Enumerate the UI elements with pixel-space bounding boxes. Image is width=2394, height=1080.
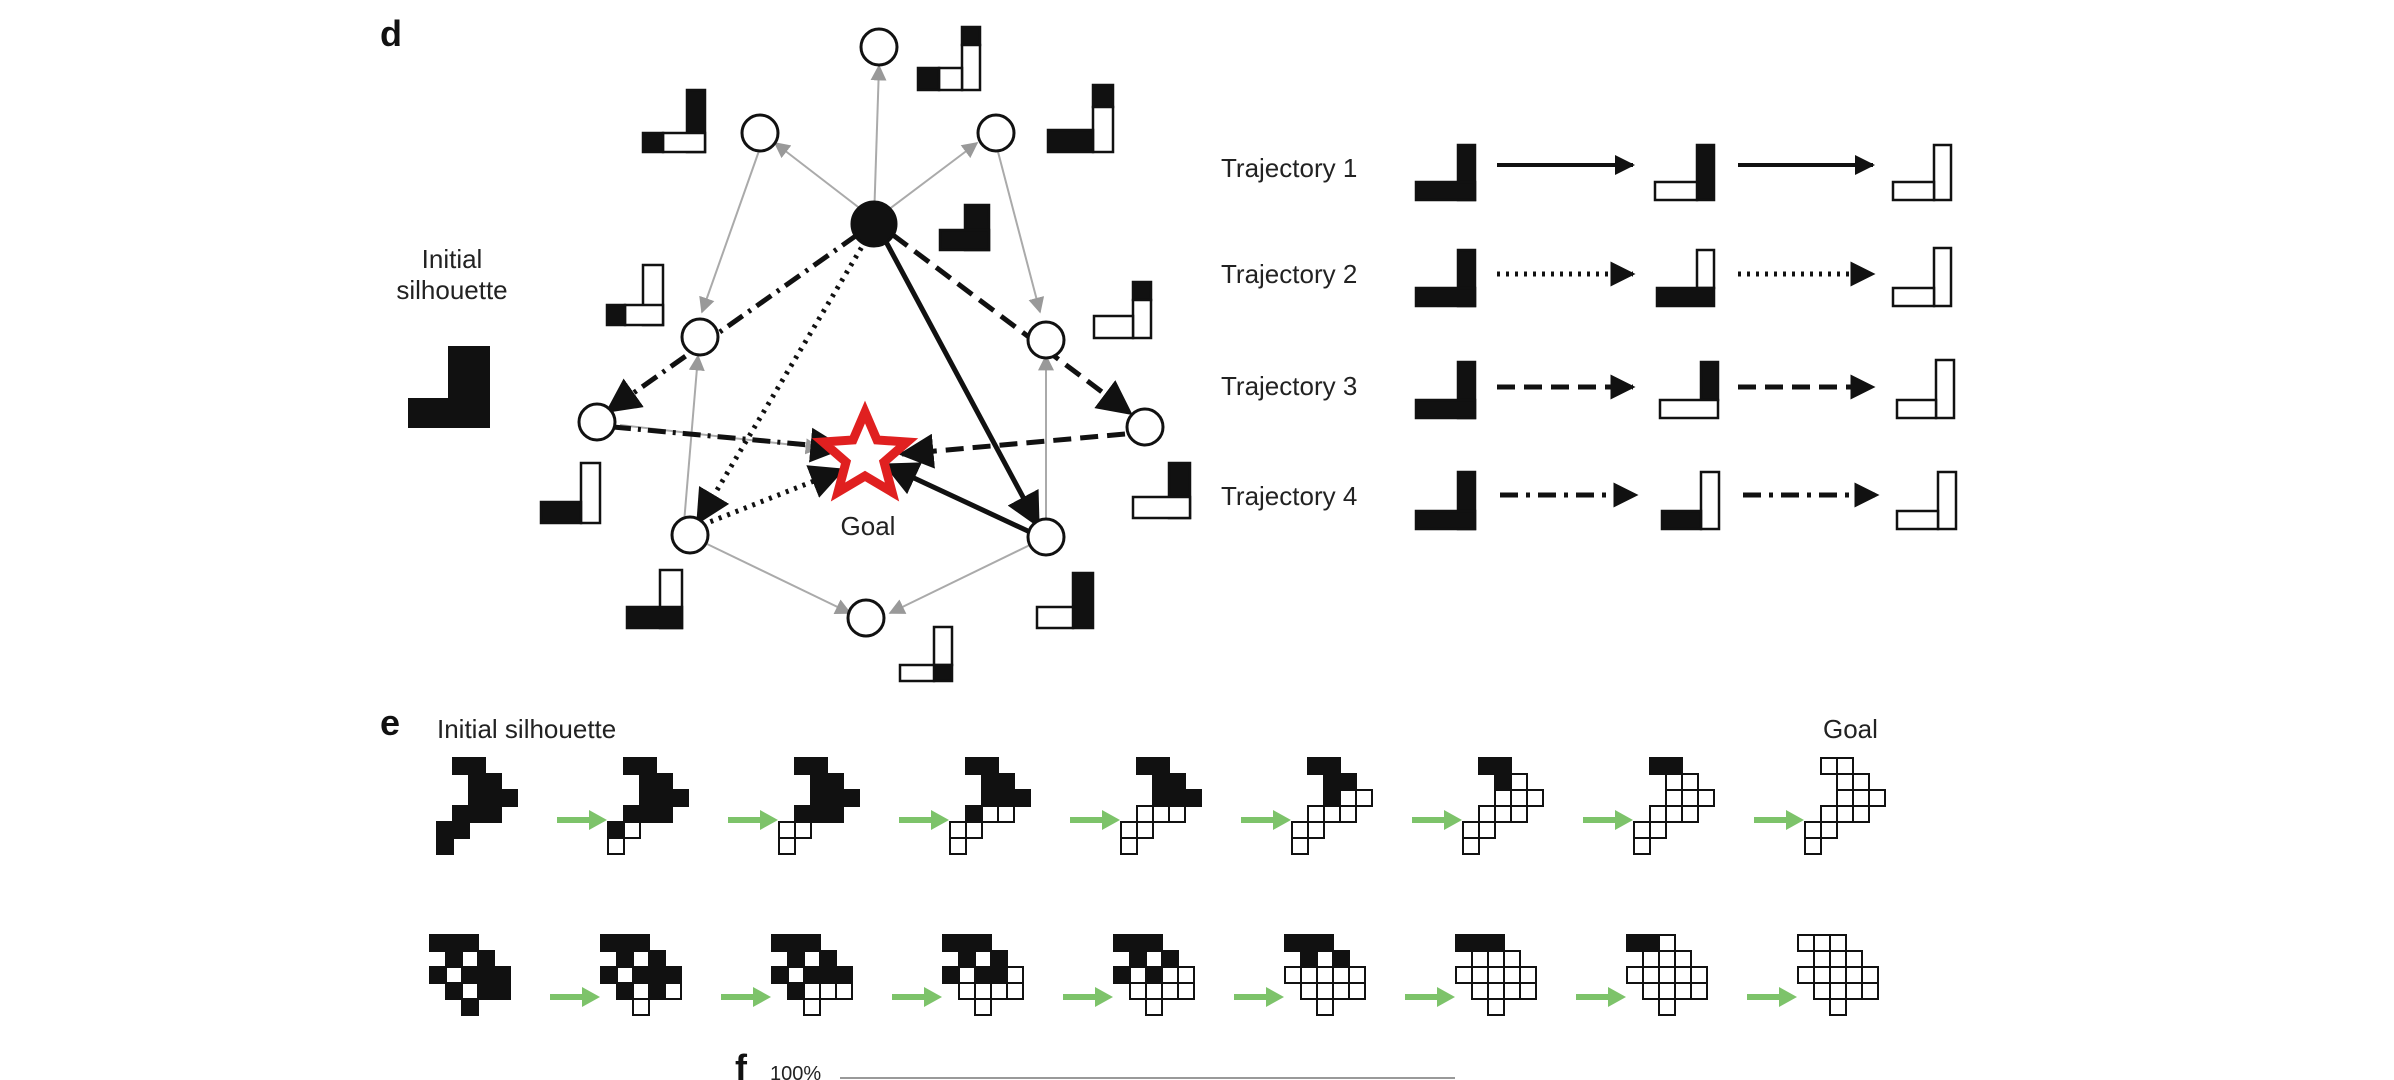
silhouette-top [916,25,982,92]
assembly-step-silhouette [436,757,518,855]
silhouette-lower-left [625,568,684,630]
initial-silhouette-label-e: Initial silhouette [437,714,616,744]
silhouette-upper-right [1046,83,1115,154]
trajectory-1-edge-a [881,236,1041,529]
green-step-arrow [1576,987,1626,1007]
assembly-step-silhouette [942,934,1024,1016]
green-step-arrow [892,987,942,1007]
goal-label-d: Goal [841,511,896,541]
assembly-step-silhouette [1797,934,1879,1016]
node-right [1125,407,1165,447]
silhouette-right-low [1131,461,1192,520]
green-step-arrow [1412,810,1462,830]
assembly-step-silhouette [600,934,682,1016]
trajectory-legend: Trajectory 1 Trajectory 2 Trajectory 3 T… [1221,143,1958,531]
green-step-arrow [1583,810,1633,830]
trajectory-4-edge-a [605,232,859,414]
node-start [850,200,898,248]
assembly-row-1 [436,757,1886,855]
green-step-arrow [1754,810,1804,830]
panel-letter-f: f [735,1047,748,1080]
assembly-step-silhouette [771,934,853,1016]
panel-f-axis-tick: 100% [770,1063,821,1080]
green-step-arrow [728,810,778,830]
assembly-step-silhouette [1120,757,1202,855]
assembly-step-silhouette [778,757,860,855]
trajectory-3-label: Trajectory 3 [1221,371,1357,401]
green-step-arrow [1234,987,1284,1007]
trajectory-3-edge-b [898,431,1126,469]
silhouette-left-low [539,461,602,525]
silhouette-lower-right [1035,571,1095,630]
assembly-step-silhouette [1284,934,1366,1016]
goal-star-icon [811,400,919,502]
assembly-step-silhouette [1626,934,1708,1016]
assembly-step-silhouette [1455,934,1537,1016]
assembly-step-silhouette [1804,757,1886,855]
green-step-arrow [1063,987,1113,1007]
silhouette-center-right [938,203,991,252]
node-upper-right [976,113,1016,153]
assembly-step-silhouette [949,757,1031,855]
initial-silhouette-label-line1: Initial [422,244,483,274]
assembly-step-silhouette [1113,934,1195,1016]
node-bottom [846,598,886,638]
node-left [577,402,617,442]
assembly-step-silhouette [429,934,511,1016]
trajectory-edges [605,232,1133,535]
silhouette-bottom [898,625,954,683]
state-nodes [577,27,1165,638]
state-silhouettes [539,25,1192,683]
initial-silhouette-label-line2: silhouette [396,275,507,305]
goal-label-e: Goal [1823,714,1878,744]
node-upper-left [740,113,780,153]
node-top [859,27,899,67]
assembly-row-2 [429,934,1879,1016]
silhouette-left-mid [605,263,665,327]
trajectory-2-row [1414,246,1953,308]
panel-letter-e: e [380,702,400,743]
initial-silhouette-shape [408,346,490,428]
silhouette-upper-left [641,88,707,154]
assembly-step-silhouette [1633,757,1715,855]
panel-letter-d: d [380,13,402,54]
green-step-arrow [1070,810,1120,830]
green-step-arrow [550,987,600,1007]
trajectory-1-edge-b [882,462,1032,535]
trajectory-1-row [1414,143,1953,202]
trajectory-2-label: Trajectory 2 [1221,259,1357,289]
node-lower-right [1026,517,1066,557]
trajectory-1-label: Trajectory 1 [1221,153,1357,183]
node-mid-right [1026,320,1066,360]
node-mid-left [680,317,720,357]
trajectory-3-edge-a [891,233,1133,416]
green-step-arrow [557,810,607,830]
assembly-step-silhouette [1291,757,1373,855]
trajectory-2-edge-b [701,465,846,528]
green-step-arrow [721,987,771,1007]
trajectory-3-row [1414,358,1956,420]
node-lower-left [670,515,710,555]
silhouette-right-mid [1092,280,1153,340]
trajectory-4-label: Trajectory 4 [1221,481,1357,511]
trajectory-2-edge-a [695,238,869,526]
green-step-arrow [1241,810,1291,830]
green-step-arrow [1405,987,1455,1007]
green-step-arrow [899,810,949,830]
trajectory-4-edge-b [612,424,846,463]
assembly-step-silhouette [1462,757,1544,855]
green-step-arrow [1747,987,1797,1007]
trajectory-4-row [1414,470,1958,531]
assembly-step-silhouette [607,757,689,855]
